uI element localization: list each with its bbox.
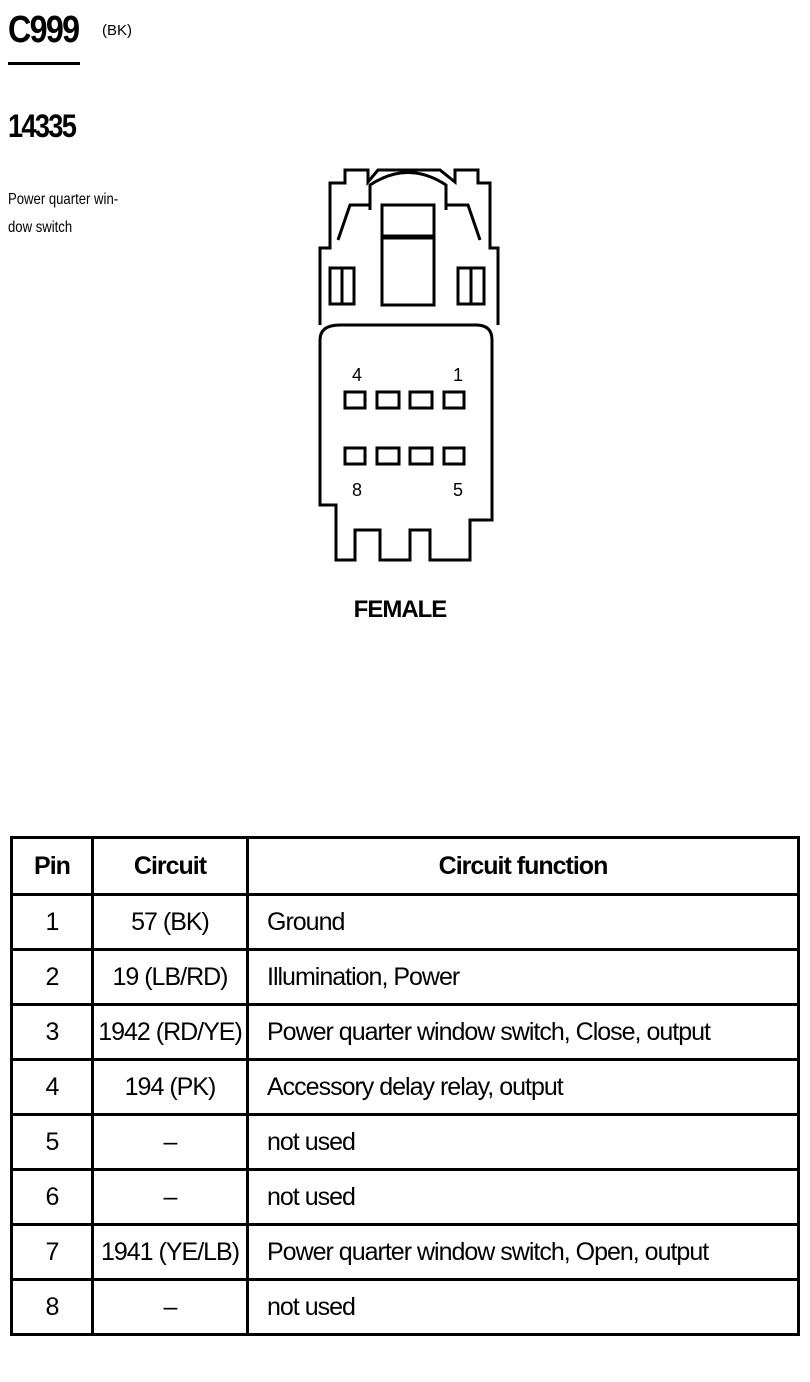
part-number: 14335 bbox=[8, 108, 77, 144]
housing-top-outline bbox=[318, 168, 500, 325]
circuit-cell: 1942 (RD/YE) bbox=[91, 1003, 249, 1061]
circuit-cell: 1941 (YE/LB) bbox=[91, 1223, 249, 1281]
connector-id: C999 bbox=[8, 9, 80, 51]
header-pin: Pin bbox=[10, 836, 94, 896]
pin-cell: 1 bbox=[10, 893, 94, 951]
cavity-5 bbox=[442, 446, 466, 466]
description-line-1: Power quarter win- bbox=[8, 191, 119, 208]
function-cell: Illumination, Power bbox=[246, 948, 800, 1006]
circuit-cell: – bbox=[91, 1168, 249, 1226]
cavity-1 bbox=[442, 390, 466, 410]
gender-label: FEMALE bbox=[353, 596, 448, 623]
housing-body-outline bbox=[318, 323, 494, 562]
pin-cell: 3 bbox=[10, 1003, 94, 1061]
cavity-7 bbox=[375, 446, 401, 466]
header-circuit: Circuit bbox=[91, 836, 249, 896]
pin-cell: 8 bbox=[10, 1278, 94, 1336]
pin-label-8: 8 bbox=[352, 480, 362, 500]
pin-cell: 4 bbox=[10, 1058, 94, 1116]
table-row: 5–not used bbox=[10, 1113, 800, 1171]
header-circuit-function: Circuit function bbox=[246, 836, 800, 896]
color-code: (BK) bbox=[102, 22, 132, 39]
function-cell: not used bbox=[246, 1113, 800, 1171]
circuit-cell: – bbox=[91, 1278, 249, 1336]
function-cell: Power quarter window switch, Open, outpu… bbox=[246, 1223, 800, 1281]
table-header-row: Pin Circuit Circuit function bbox=[10, 836, 800, 896]
circuit-cell: 19 (LB/RD) bbox=[91, 948, 249, 1006]
latch-outline bbox=[368, 171, 448, 210]
latch-inner-right bbox=[446, 203, 482, 241]
function-cell: not used bbox=[246, 1168, 800, 1226]
cavity-3 bbox=[375, 390, 401, 410]
component-description: Power quarter win- dow switch bbox=[8, 186, 131, 242]
pin-label-5: 5 bbox=[453, 480, 463, 500]
cavity-6 bbox=[408, 446, 434, 466]
circuit-cell: 194 (PK) bbox=[91, 1058, 249, 1116]
pin-cell: 7 bbox=[10, 1223, 94, 1281]
function-cell: Ground bbox=[246, 893, 800, 951]
connector-id-underline bbox=[8, 62, 80, 65]
function-cell: not used bbox=[246, 1278, 800, 1336]
pin-label-1: 1 bbox=[453, 365, 463, 385]
pin-cell: 5 bbox=[10, 1113, 94, 1171]
circuit-cell: 57 (BK) bbox=[91, 893, 249, 951]
table-row: 6–not used bbox=[10, 1168, 800, 1226]
circuit-cell: – bbox=[91, 1113, 249, 1171]
pin-cell: 2 bbox=[10, 948, 94, 1006]
description-line-2: dow switch bbox=[8, 219, 73, 236]
cavity-4 bbox=[343, 390, 367, 410]
cavity-8 bbox=[343, 446, 367, 466]
center-lock-frame bbox=[380, 203, 436, 307]
connector-diagram: 4 1 8 5 bbox=[318, 168, 500, 562]
function-cell: Accessory delay relay, output bbox=[246, 1058, 800, 1116]
function-cell: Power quarter window switch, Close, outp… bbox=[246, 1003, 800, 1061]
latch-inner-left bbox=[336, 203, 370, 241]
pin-label-4: 4 bbox=[352, 365, 362, 385]
pin-cell: 6 bbox=[10, 1168, 94, 1226]
table-row: 8–not used bbox=[10, 1278, 800, 1336]
cavity-2 bbox=[408, 390, 434, 410]
